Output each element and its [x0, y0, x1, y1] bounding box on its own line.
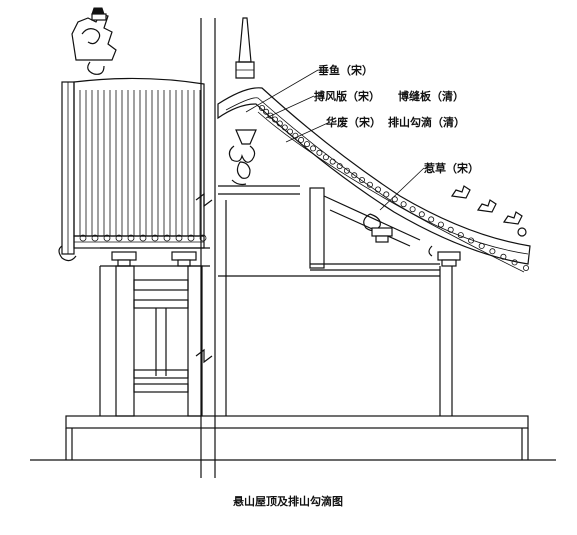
gable-wall — [218, 185, 440, 271]
recao-ornament — [363, 213, 393, 243]
roof-tiles — [73, 77, 207, 242]
gable-brackets — [428, 245, 461, 267]
platform — [30, 415, 556, 461]
front-columns — [99, 265, 203, 417]
front-brackets — [100, 247, 210, 267]
label-bofengban: 搏风版（宋） — [314, 89, 380, 103]
front-elevation — [58, 7, 210, 417]
roof-figures — [450, 185, 527, 237]
label-paishan: 排山勾滴（清） — [388, 115, 465, 129]
label-recao: 惹草（宋） — [424, 161, 479, 175]
chuiyu-ornament — [228, 129, 257, 186]
bofeng-board — [217, 87, 531, 265]
leader-lines — [245, 69, 425, 211]
annotation-labels: 垂鱼（宋） 搏风版（宋） 博缝板（清） 华废（宋） 排山勾滴（清） 惹草（宋） — [314, 63, 479, 175]
paishan-goudi — [257, 105, 530, 273]
gable-lower-wall — [218, 200, 453, 416]
label-huafei: 华废（宋） — [326, 115, 381, 129]
gable-finial — [235, 17, 255, 79]
figure-caption: 悬山屋顶及排山勾滴图 — [232, 494, 343, 508]
label-chuiyu: 垂鱼（宋） — [318, 63, 373, 77]
section-divider — [195, 18, 216, 478]
gable-side — [217, 17, 531, 416]
label-bofengban-qing: 博缝板（清） — [398, 89, 464, 103]
ridge-ornament — [71, 7, 117, 75]
